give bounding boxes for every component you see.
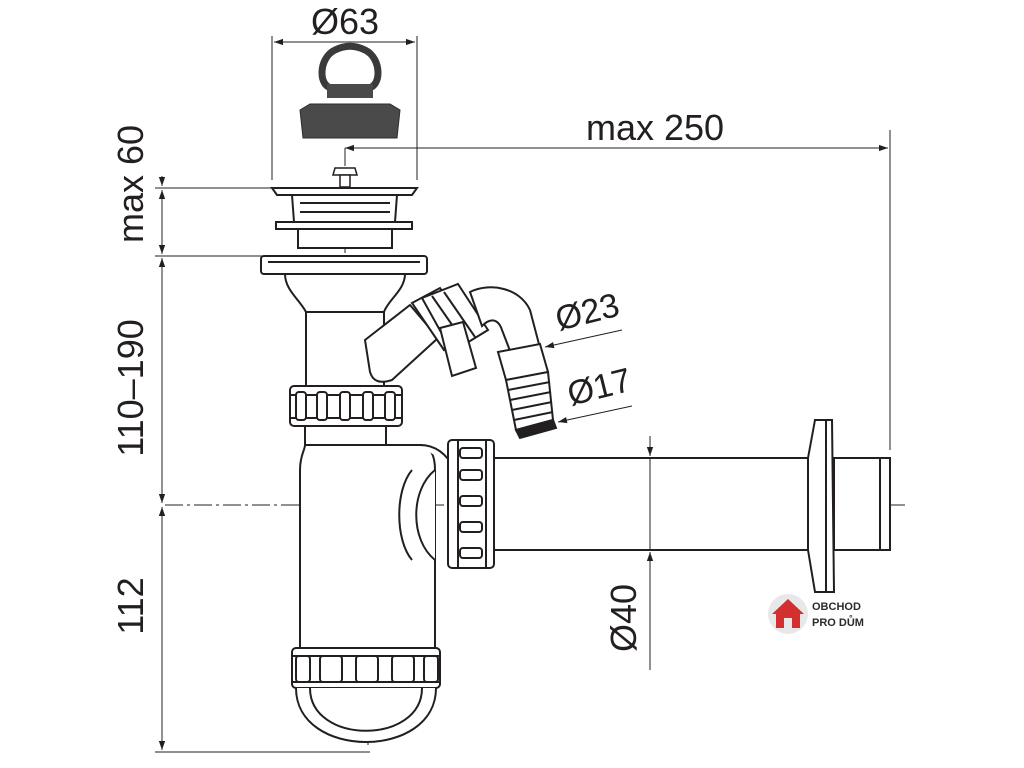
- dim-height-bottom: 112: [110, 577, 151, 634]
- dimension-lines: [155, 36, 891, 753]
- drain-flange: [260, 187, 428, 275]
- dim-max-height: max 60: [110, 125, 151, 243]
- center-lines: [165, 148, 905, 745]
- stopper-plug: [299, 42, 401, 139]
- upper-nut: [289, 385, 403, 427]
- drain-screw: [332, 167, 358, 188]
- dim-diameter-hose-tip: Ø17: [564, 361, 636, 413]
- dim-diameter-pipe: Ø40: [603, 584, 644, 652]
- dim-diameter-hose: Ø23: [552, 286, 624, 338]
- logo-line1: OBCHOD: [812, 601, 861, 613]
- bottom-cup: [291, 647, 441, 743]
- dim-diameter-top: Ø63: [311, 1, 379, 42]
- side-inlet: [363, 282, 558, 440]
- logo-line2: PRO DŮM: [812, 615, 864, 629]
- outlet-nut: [447, 439, 495, 569]
- outlet-pipe: [489, 419, 891, 593]
- dim-height-range: 110–190: [110, 319, 151, 456]
- dim-max-length: max 250: [586, 107, 724, 148]
- bottle-body: [299, 425, 456, 649]
- shop-logo: OBCHOD PRO DŮM: [768, 594, 864, 634]
- house-icon: [768, 594, 808, 634]
